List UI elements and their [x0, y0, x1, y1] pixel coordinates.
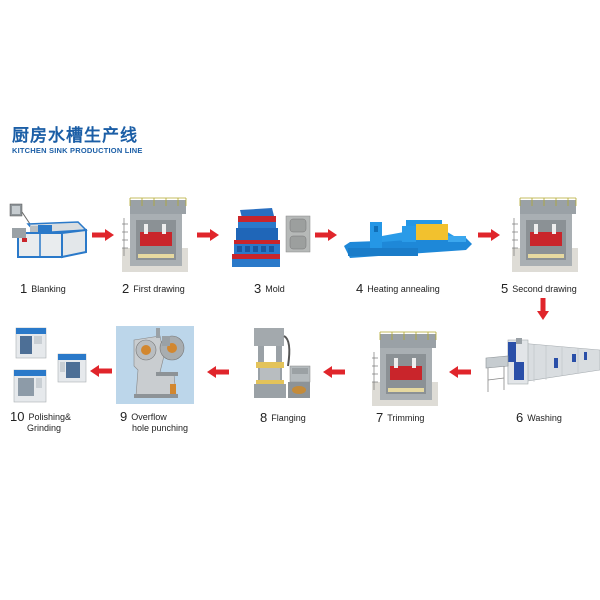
step-number: 2 [122, 281, 130, 296]
step-name: First drawing [133, 284, 185, 294]
step-4-image [344, 214, 472, 260]
arrow-down-icon [537, 298, 549, 320]
step-2-image [122, 196, 188, 272]
flow-arrow-right [92, 229, 114, 241]
step-name: Blanking [31, 284, 66, 294]
flow-arrow-left [207, 366, 229, 378]
step-5-image [512, 196, 578, 272]
page-title-cn: 厨房水槽生产线 [12, 126, 138, 146]
page-title-en: KITCHEN SINK PRODUCTION LINE [12, 146, 143, 155]
step-number: 7 [376, 410, 384, 425]
step-number: 4 [356, 281, 364, 296]
step-1-image [8, 200, 88, 262]
step-3-image [232, 206, 332, 268]
step-name: Heating annealing [367, 284, 440, 294]
arrow-left-icon [323, 366, 345, 378]
step-name-line2: hole punching [132, 423, 189, 433]
blanking-machine-icon [9, 203, 88, 259]
step-6-image [484, 336, 600, 398]
step-9-image [116, 326, 194, 404]
flow-arrow-right [197, 229, 219, 241]
annealing-furnace-icon [344, 220, 472, 258]
flow-arrow-left [323, 366, 345, 378]
polishing-machine-icon [13, 327, 87, 403]
arrow-right-icon [478, 229, 500, 241]
punch-press-icon [116, 326, 194, 404]
step-name: Polishing& [28, 412, 71, 422]
step-name-line2: Grinding [27, 423, 62, 433]
step-10-image [12, 326, 88, 404]
flow-arrow-right [315, 229, 337, 241]
flow-arrow-left [449, 366, 471, 378]
step-name: Flanging [271, 413, 306, 423]
arrow-left-icon [90, 365, 112, 377]
flow-arrow-left [90, 365, 112, 377]
step-name: Mold [265, 284, 285, 294]
step-number: 8 [260, 410, 268, 425]
drawing-press-icon [122, 197, 188, 272]
step-number: 9 [120, 409, 128, 424]
arrow-left-icon [449, 366, 471, 378]
step-number: 3 [254, 281, 262, 296]
arrow-right-icon [197, 229, 219, 241]
mold-icon [232, 208, 311, 267]
arrow-right-icon [315, 229, 337, 241]
hydraulic-press-icon [254, 328, 311, 398]
step-name: Washing [527, 413, 562, 423]
arrow-right-icon [92, 229, 114, 241]
step-name: Trimming [387, 413, 425, 423]
flow-arrow-down [537, 298, 549, 320]
drawing-press-icon [512, 197, 578, 272]
washing-line-icon [485, 338, 600, 392]
flow-arrow-right [478, 229, 500, 241]
step-number: 10 [10, 409, 25, 424]
step-number: 1 [20, 281, 28, 296]
step-7-image [372, 330, 438, 406]
trimming-press-icon [372, 331, 438, 406]
step-name: Overflow [131, 412, 167, 422]
arrow-left-icon [207, 366, 229, 378]
step-8-image [252, 326, 312, 404]
step-number: 6 [516, 410, 524, 425]
step-name: Second drawing [512, 284, 577, 294]
step-number: 5 [501, 281, 509, 296]
